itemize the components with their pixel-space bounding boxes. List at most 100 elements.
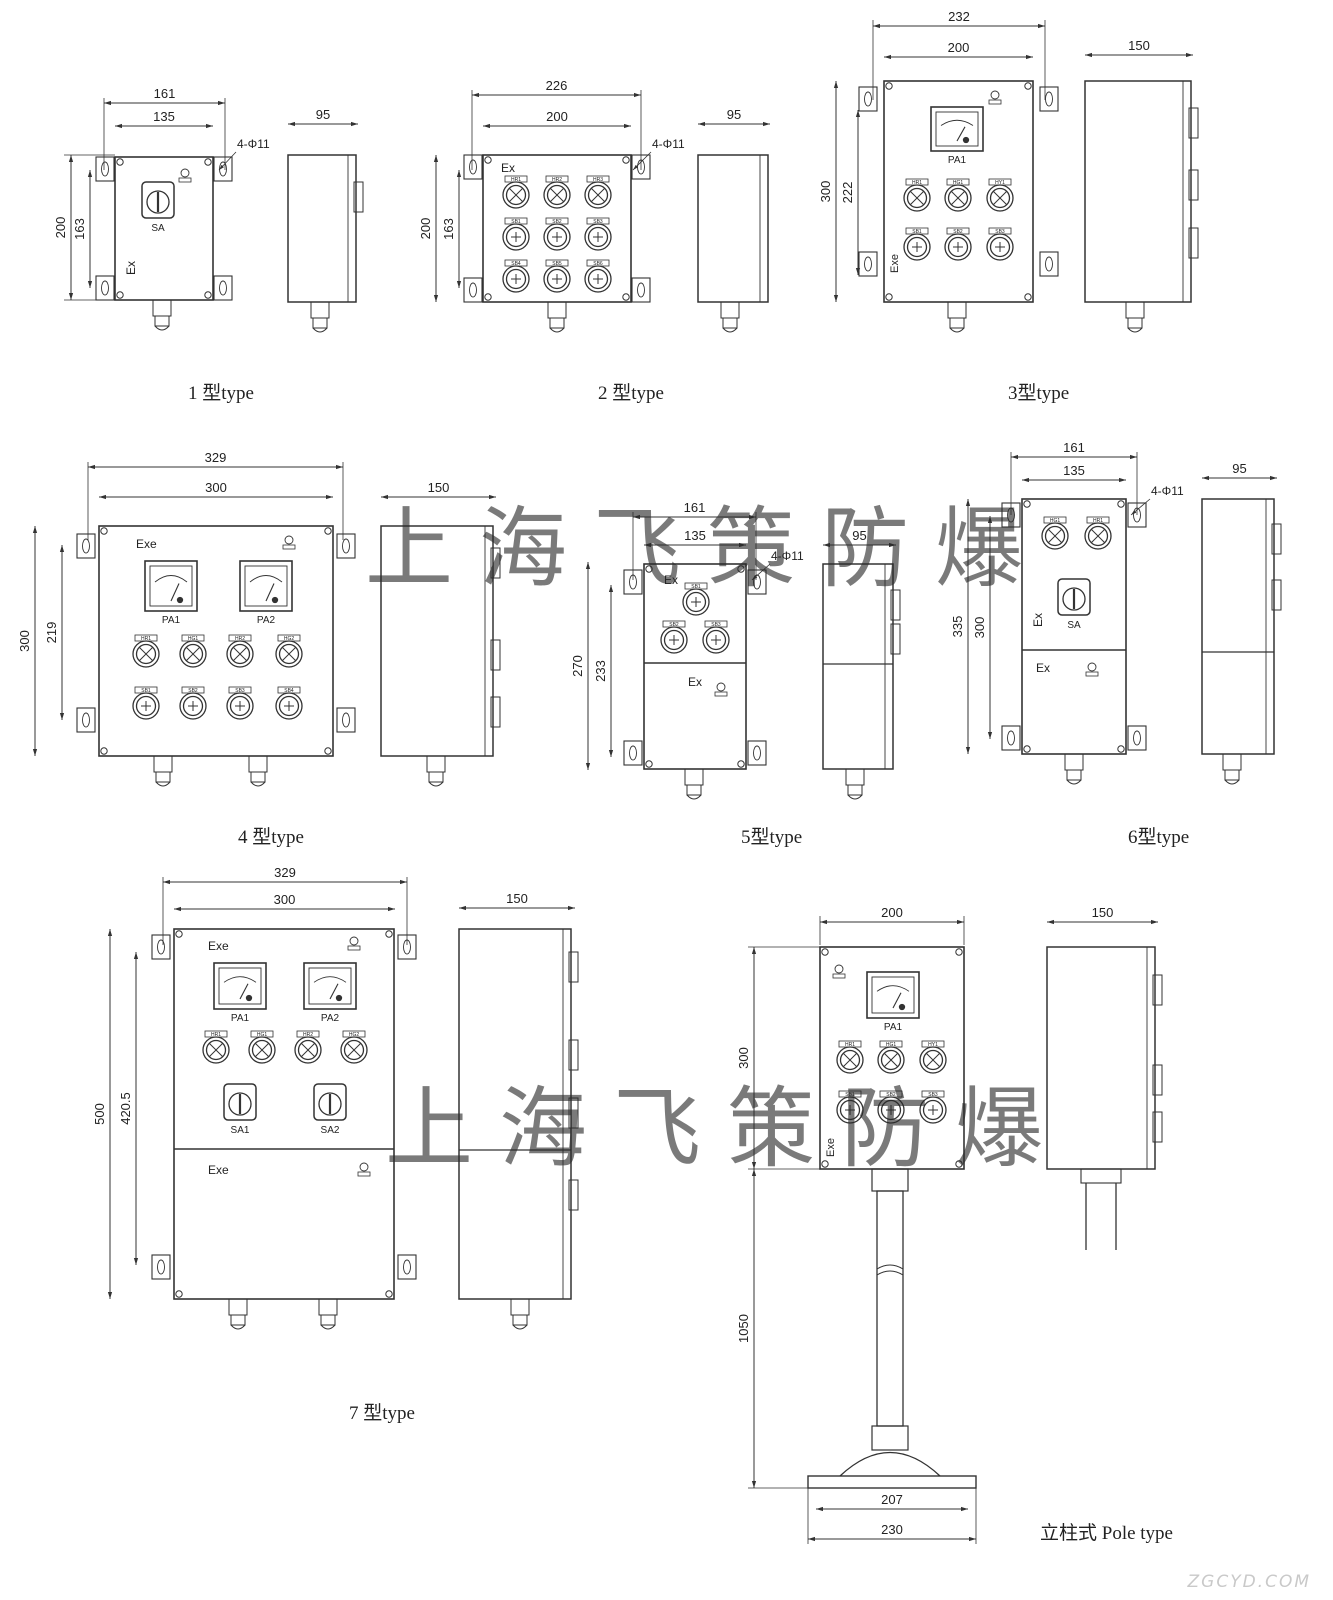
pole-lamp-HY1-lens: [922, 1049, 944, 1071]
pole-lamp-HR1-label: HR1: [845, 1042, 855, 1048]
t5-logo-ring: [716, 682, 726, 692]
t3-ear-tr: [1039, 86, 1059, 112]
t5-ear-tr: [747, 569, 767, 595]
t4-ear-br-slot: [342, 712, 350, 728]
t7-lamp-HG2-ring: [340, 1036, 368, 1064]
t5-button-SB1-label: SB1: [691, 584, 701, 590]
t7-ear-bl: [151, 1254, 171, 1280]
t4-lamp-HR1-ring: [132, 640, 160, 668]
t7-lamp-HR1-label: HR1: [211, 1032, 221, 1038]
t2-ear-br-slot: [637, 282, 645, 298]
t4-button-SB3-ring: [226, 692, 254, 720]
t5-dim-w-outer-label: 161: [684, 500, 706, 515]
t4-ear-bl: [76, 707, 96, 733]
t3-screw-1: [1024, 82, 1032, 90]
t6-lamp-HR1-ring: [1084, 522, 1112, 550]
t3-lamp-HR1-x2: [910, 191, 924, 205]
t3-lamp-HG1-lens: [947, 187, 969, 209]
t3-screw-2: [885, 293, 893, 301]
pole-exe-mark: Exe: [825, 1138, 837, 1157]
t3-lamp-HY1-x2: [993, 191, 1007, 205]
t6-dim-h-outer-label: 335: [950, 616, 965, 638]
t3-dim-h-outer-label: 300: [818, 181, 833, 203]
t1-gland-body: [154, 315, 170, 327]
t2-button-SB1-ring: [502, 223, 530, 251]
t4-gland-a-cap: [155, 781, 171, 787]
t1-dim-w-outer-label: 161: [154, 86, 176, 101]
t6-side-knob-0: [1271, 523, 1282, 555]
t5-side-body: [822, 563, 894, 770]
t3-button-SB2-label: SB2: [953, 229, 963, 235]
t2-button-SB6-cap: [587, 268, 609, 290]
t2-screw-3: [622, 293, 630, 301]
t3-side-body: [1084, 80, 1192, 303]
t2-lamp-HR1-x2: [509, 188, 523, 202]
pole-lamp-HR1-x2: [843, 1053, 857, 1067]
pole-meter-pivot: [898, 1003, 906, 1011]
t7-side-gland-nut: [510, 1298, 530, 1316]
t1-dim-h-inner-label: 163: [72, 218, 87, 240]
t4-side-knob-0: [490, 547, 501, 579]
t7-ear-br-slot: [403, 1259, 411, 1275]
t4-side-gland-cap: [428, 781, 444, 787]
pole-lamp-HG1-lens: [880, 1049, 902, 1071]
t6-side-gland-nut: [1222, 753, 1242, 771]
t4-button-SB3-label: SB3: [235, 688, 245, 694]
t4-ear-tl-slot: [82, 538, 90, 554]
t3-meter-pivot: [962, 136, 970, 144]
t1-side-body: [287, 154, 357, 303]
t1-ear-tr-slot: [219, 161, 227, 177]
t7-ear-bl-slot: [157, 1259, 165, 1275]
t2-lamp-HR1-lens: [505, 184, 527, 206]
t4-dim-w-outer-label: 329: [205, 450, 227, 465]
t7-ear-tl: [151, 934, 171, 960]
t7-screw-0: [175, 930, 183, 938]
t3-ear-tr-slot: [1045, 91, 1053, 107]
t6-screw-3: [1117, 745, 1125, 753]
t5-side-gland-cap: [847, 794, 863, 800]
t5-dim-w-inner-label: 135: [684, 528, 706, 543]
t7-lamp-HR1-lens: [205, 1039, 227, 1061]
t6-lamp-HG1-ring: [1041, 522, 1069, 550]
t6-screw-2: [1023, 745, 1031, 753]
t4-lamp-HG1-x2: [186, 647, 200, 661]
t7-lamp-HR2-ring: [294, 1036, 322, 1064]
t3-lamp-HG1-ring: [944, 184, 972, 212]
t1-gland-nut: [152, 299, 172, 317]
t7-switch-SA1-knob: [228, 1092, 252, 1116]
t3-screw-3: [1024, 293, 1032, 301]
pole-screw-3: [955, 1160, 963, 1168]
t7-switch-SA1-body: [223, 1083, 257, 1121]
t6-ear-bl: [1001, 725, 1021, 751]
t2-ear-tl: [463, 154, 483, 180]
t5-ear-bl-slot: [629, 745, 637, 761]
t7-gland-a-nut: [228, 1298, 248, 1316]
t3-gland-body: [949, 317, 965, 329]
t7-side-gland-body: [512, 1314, 528, 1326]
t6-side-gland-cap: [1224, 779, 1240, 785]
t6-lamp-HG1-lens: [1044, 525, 1066, 547]
t4-meter-PA1-pivot: [176, 596, 184, 604]
t6-switch-sa-label: SA: [1067, 620, 1081, 631]
t2-gland-cap: [549, 327, 565, 333]
t2-screw-1: [622, 156, 630, 164]
pole-side-knob-1: [1152, 1064, 1163, 1096]
t3-gland-nut: [947, 301, 967, 319]
t4-screw-2: [100, 747, 108, 755]
t3-button-SB2-cap: [947, 236, 969, 258]
t1-side-gland-cap: [312, 327, 328, 333]
t1-dim-h-outer-label: 200: [53, 217, 68, 239]
pole-button-SB1-label: SB1: [845, 1092, 855, 1098]
t4-lamp-HG2-label: HG2: [284, 636, 295, 642]
t2-ear-bl-slot: [469, 282, 477, 298]
t4-gland-b-body: [250, 771, 266, 783]
t1-logo-ring: [180, 168, 190, 178]
t4-screw-0: [100, 527, 108, 535]
pole-side-body: [1046, 946, 1156, 1170]
caption-type-2: 2 型type: [598, 383, 664, 404]
pole-dim-width-label: 200: [881, 905, 903, 920]
pole-side-knob-0: [1152, 974, 1163, 1006]
t5-button-SB1-ring: [682, 588, 710, 616]
t2-lamp-HR2-lens: [546, 184, 568, 206]
pole-base-plate: [807, 1475, 977, 1489]
